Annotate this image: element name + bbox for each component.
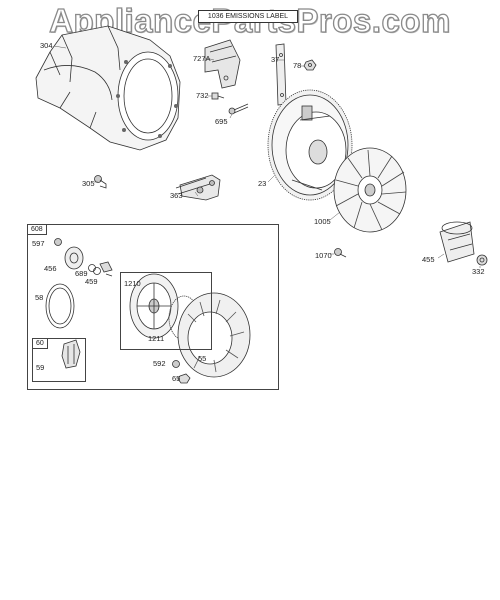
part-label-332: 332 xyxy=(472,267,485,276)
cup-455 xyxy=(439,221,475,263)
bolt-695 xyxy=(228,103,249,115)
part-label-55: 55 xyxy=(198,354,207,363)
part-label-37: 37 xyxy=(271,55,280,64)
part-label-1005: 1005 xyxy=(314,217,331,226)
plate-37 xyxy=(275,43,287,106)
nut-78 xyxy=(303,59,317,71)
part-label-23: 23 xyxy=(258,179,267,188)
assembly-box-608-tag: 608 xyxy=(28,225,47,235)
screw-1070 xyxy=(334,248,347,258)
part-label-456: 456 xyxy=(44,264,57,273)
part-label-459: 459 xyxy=(85,277,98,286)
part-label-363: 363 xyxy=(170,191,183,200)
screw-732 xyxy=(211,92,225,100)
bracket-727a xyxy=(204,39,241,89)
nut-332 xyxy=(476,254,488,266)
emissions-label-callout: 1036 EMISSIONS LABEL xyxy=(198,10,298,23)
blower-housing-304 xyxy=(35,25,181,151)
part-label-59: 59 xyxy=(36,363,45,372)
assembly-box-608 xyxy=(27,224,279,390)
fan-1005 xyxy=(333,147,407,233)
part-label-78: 78 xyxy=(293,61,302,70)
part-label-305: 305 xyxy=(82,179,95,188)
assembly-box-60 xyxy=(32,338,86,382)
part-label-1211: 1211 xyxy=(148,334,165,343)
part-label-58: 58 xyxy=(35,293,44,302)
part-label-455: 455 xyxy=(422,255,435,264)
part-label-732: 732 xyxy=(196,91,209,100)
part-label-65: 65 xyxy=(172,374,181,383)
part-label-695: 695 xyxy=(215,117,228,126)
part-label-727a: 727A xyxy=(193,54,211,63)
screw-305 xyxy=(94,175,107,189)
part-label-1070: 1070 xyxy=(315,251,332,260)
assembly-box-60-tag: 60 xyxy=(33,339,48,349)
part-label-592: 592 xyxy=(153,359,166,368)
assembly-box-1210 xyxy=(120,272,212,350)
part-label-304: 304 xyxy=(40,41,53,50)
part-label-1210: 1210 xyxy=(124,279,141,288)
part-label-597: 597 xyxy=(32,239,45,248)
flywheel-23 xyxy=(267,89,353,201)
brake-363 xyxy=(175,174,221,201)
part-label-689: 689 xyxy=(75,269,88,278)
recoil-starter-parts xyxy=(45,238,251,384)
